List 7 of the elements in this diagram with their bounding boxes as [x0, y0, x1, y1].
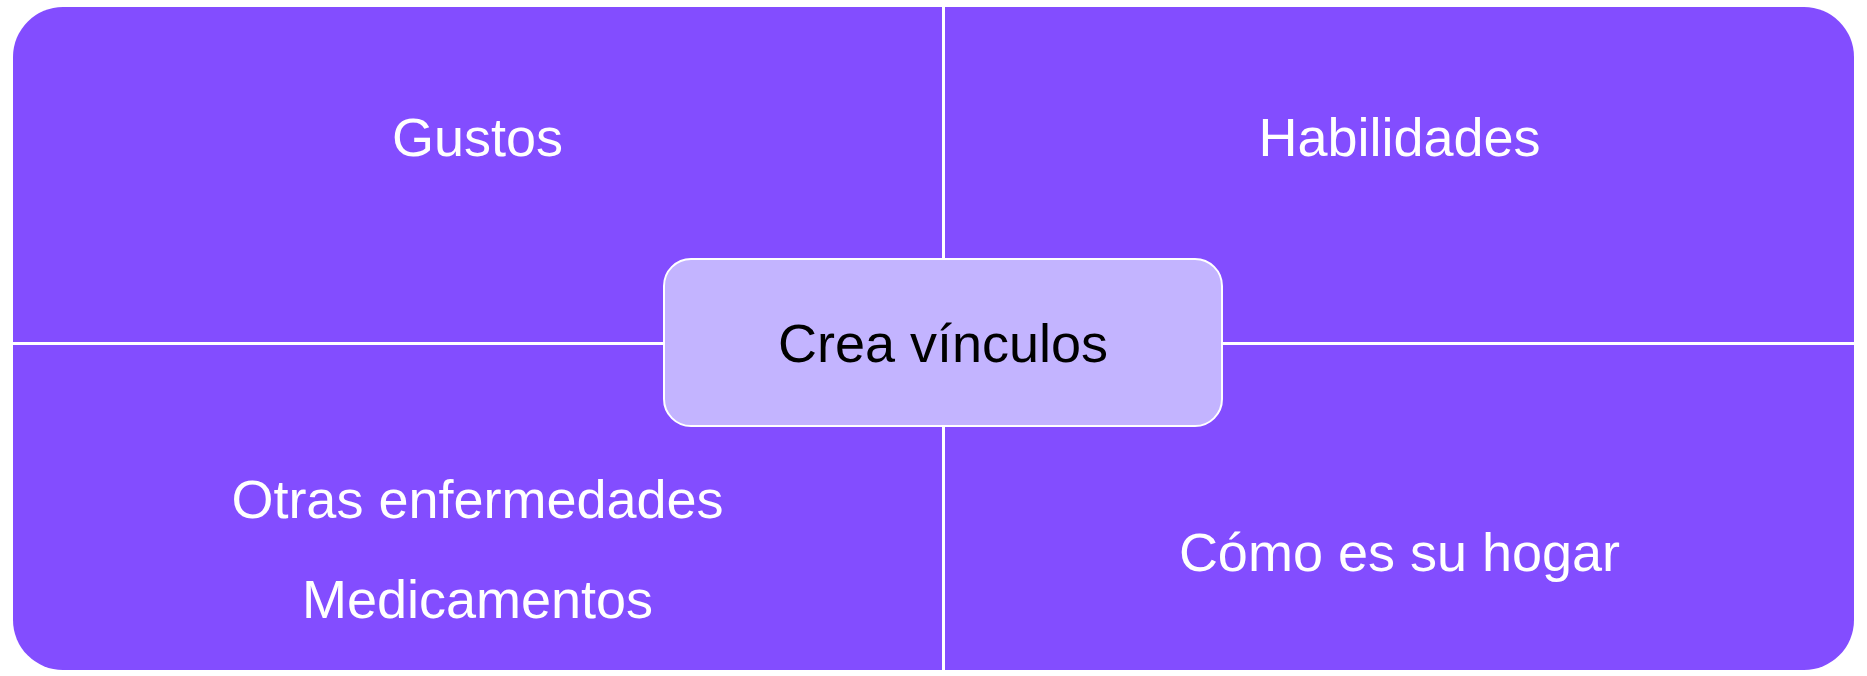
center-box [663, 258, 1223, 427]
quadrant-label: Cómo es su hogar [1177, 521, 1622, 584]
quadrant-label: Medicamentos [300, 568, 655, 631]
quadrant-label: Gustos [390, 106, 565, 169]
center-label: Crea vínculos [777, 311, 1109, 374]
quadrant-label: Otras enfermedades [230, 468, 725, 531]
quadrant-label: Habilidades [1257, 106, 1542, 169]
